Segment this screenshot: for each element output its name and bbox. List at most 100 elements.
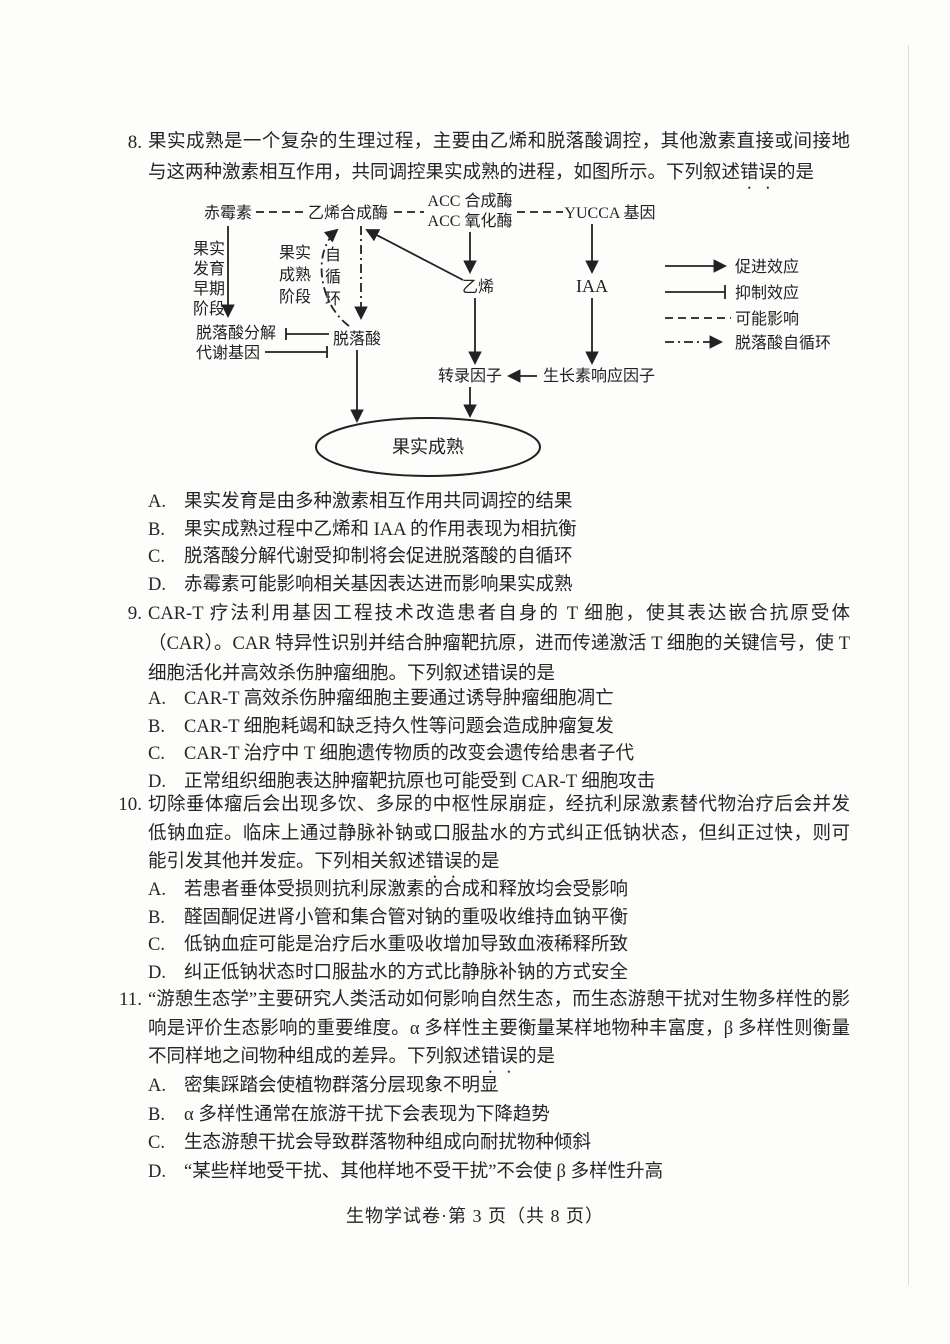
question-number: 10. — [118, 794, 142, 815]
diagram-legend: 促进效应 抑制效应 可能影响 脱落酸自循环 — [665, 257, 831, 352]
option-row: C.CAR-T 治疗中 T 细胞遗传物质的改变会遗传给患者子代 — [148, 741, 872, 769]
stem-text: CAR-T 疗法利用基因工程技术改造患者自身的 T 细胞，使其表达嵌合抗原受体（… — [148, 604, 850, 684]
option-letter: B. — [148, 716, 165, 737]
option-text: CAR-T 细胞耗竭和缺乏持久性等问题会造成肿瘤复发 — [184, 716, 614, 737]
svg-text:环: 环 — [325, 291, 341, 308]
self-cycle-char: 环 — [325, 291, 341, 308]
fruit-ripening-diagram: 赤霉素 乙烯合成酶 ACC 合成酶 ACC 氧化酶 YUCCA 基因 乙烯 IA… — [193, 192, 831, 477]
option-text: 赤霉素可能影响相关基因表达进而影响果实成熟 — [184, 574, 573, 595]
legend-inhibit-label: 抑制效应 — [735, 283, 799, 302]
early-stage-line: 果实 — [193, 240, 225, 258]
stem-tail: 的是 — [518, 664, 556, 684]
aba-catabolism-gene-label-line2: 代谢基因 — [196, 344, 260, 362]
stem-tail: 的是 — [777, 163, 815, 183]
option-text: α 多样性通常在旅游干扰下会表现为下降趋势 — [184, 1104, 550, 1125]
option-row: D.正常组织细胞表达肿瘤靶抗原也可能受到 CAR-T 细胞攻击 — [148, 769, 872, 797]
svg-text:发育: 发育 — [193, 260, 225, 278]
question-stem: “游憩生态学”主要研究人类活动如何影响自然生态，而生态游憩干扰对生物多样性的影响… — [148, 986, 850, 1077]
ripening-stage-line: 成熟 — [279, 266, 311, 284]
svg-text:果实: 果实 — [193, 240, 225, 258]
svg-text:阶段: 阶段 — [193, 300, 225, 318]
option-letter: C. — [148, 935, 165, 955]
option-letter: B. — [148, 519, 165, 540]
svg-text:阶段: 阶段 — [279, 288, 311, 306]
question-11-options: A. 密集踩踏会使植物群落分层现象不明显 B. α 多样性通常在旅游干扰下会表现为下… — [148, 1072, 872, 1186]
question-11: 11. “游憩生态学”主要研究人类活动如何影响自然生态，而生态游憩干扰对生物多样… — [0, 986, 950, 1077]
acc-synthase-label: ACC 合成酶 — [428, 192, 513, 210]
ripening-stage-line: 阶段 — [279, 288, 311, 306]
acc-oxidase-label: ACC 氧化酶 — [428, 212, 513, 230]
stem-text: 切除垂体瘤后会出现多饮、多尿的中枢性尿崩症，经抗利尿激素替代物治疗后会并发低钠血… — [148, 795, 850, 872]
option-letter: A. — [148, 689, 166, 709]
question-8: 8. 果实成熟是一个复杂的生理过程，主要由乙烯和脱落酸调控，其他激素直接或间接地… — [0, 127, 950, 193]
legend-promote-label: 促进效应 — [735, 257, 799, 276]
svg-text:果实: 果实 — [279, 244, 311, 262]
option-letter: A. — [148, 492, 166, 512]
question-number: 8. — [127, 132, 142, 153]
self-cycle-char: 循 — [325, 268, 341, 286]
inhibition-bars — [265, 328, 329, 358]
emphasis-wrong: 错误 — [425, 852, 463, 872]
self-cycle-char: 自 — [325, 246, 341, 264]
option-text: “某些样地受干扰、其他样地不受干扰”不会使 β 多样性升高 — [184, 1161, 664, 1182]
ethylene-synthase-label: 乙烯合成酶 — [308, 204, 388, 222]
option-text: CAR-T 治疗中 T 细胞遗传物质的改变会遗传给患者子代 — [184, 744, 635, 764]
option-text: 脱落酸分解代谢受抑制将会促进脱落酸的自循环 — [184, 547, 573, 567]
option-text: 密集踩踏会使植物群落分层现象不明显 — [184, 1076, 499, 1096]
option-row: D. 赤霉素可能影响相关基因表达进而影响果实成熟 — [148, 572, 872, 600]
question-number: 9. — [127, 603, 142, 624]
ripening-stage-line: 果实 — [279, 244, 311, 262]
question-10: 10. 切除垂体瘤后会出现多饮、多尿的中枢性尿崩症，经抗利尿激素替代物治疗后会并… — [0, 791, 950, 882]
scan-page-edge — [908, 45, 909, 1285]
emphasis-wrong: 错误 — [481, 664, 519, 684]
question-9: 9. CAR-T 疗法利用基因工程技术改造患者自身的 T 细胞，使其表达嵌合抗原… — [0, 599, 950, 694]
option-letter: C. — [148, 547, 165, 567]
emphasis-wrong: 错误 — [740, 163, 778, 183]
auxin-response-factor-label: 生长素响应因子 — [543, 366, 655, 385]
option-letter: D. — [148, 771, 166, 792]
option-row: D.纠正低钠状态时口服盐水的方式比静脉补钠的方式安全 — [148, 960, 872, 988]
fruit-ripening-label: 果实成熟 — [392, 437, 464, 457]
self-cycle-column: 自 循 环 — [325, 246, 341, 308]
option-text: 生态游憩干扰会导致群落物种组成向耐扰物种倾斜 — [184, 1133, 592, 1153]
svg-text:自: 自 — [325, 246, 341, 264]
option-row: B. 果实成熟过程中乙烯和 IAA 的作用表现为相抗衡 — [148, 517, 872, 545]
gibberellin-label: 赤霉素 — [204, 204, 252, 222]
option-row: D. “某些样地受干扰、其他样地不受干扰”不会使 β 多样性升高 — [148, 1158, 872, 1187]
stem-text: 果实成熟是一个复杂的生理过程，主要由乙烯和脱落酸调控，其他激素直接或间接地与这两… — [148, 132, 850, 183]
option-text: 果实发育是由多种激素相互作用共同调控的结果 — [184, 492, 573, 512]
question-stem: 果实成熟是一个复杂的生理过程，主要由乙烯和脱落酸调控，其他激素直接或间接地与这两… — [148, 127, 850, 193]
option-letter: A. — [148, 880, 166, 900]
option-letter: A. — [148, 1076, 166, 1096]
option-letter: B. — [148, 1104, 165, 1125]
stem-text: “游憩生态学”主要研究人类活动如何影响自然生态，而生态游憩干扰对生物多样性的影响… — [148, 990, 850, 1067]
option-letter: B. — [148, 907, 165, 928]
option-letter: D. — [148, 574, 166, 595]
emphasis-wrong: 错误 — [481, 1047, 519, 1067]
option-text: 醛固酮促进肾小管和集合管对钠的重吸收维持血钠平衡 — [184, 907, 629, 928]
svg-text:循: 循 — [325, 268, 341, 286]
promote-arrows — [221, 224, 599, 424]
option-row: B. α 多样性通常在旅游干扰下会表现为下降趋势 — [148, 1101, 872, 1130]
yucca-gene-label: YUCCA 基因 — [564, 204, 655, 222]
question-stem: CAR-T 疗法利用基因工程技术改造患者自身的 T 细胞，使其表达嵌合抗原受体（… — [148, 599, 850, 694]
legend-possible-label: 可能影响 — [735, 310, 799, 328]
option-text: 果实成熟过程中乙烯和 IAA 的作用表现为相抗衡 — [184, 519, 577, 540]
transcription-factor-label: 转录因子 — [438, 367, 502, 385]
iaa-label: IAA — [576, 276, 608, 296]
question-stem: 切除垂体瘤后会出现多饮、多尿的中枢性尿崩症，经抗利尿激素替代物治疗后会并发低钠血… — [148, 791, 850, 882]
aba-label: 脱落酸 — [333, 330, 381, 348]
option-text: 纠正低钠状态时口服盐水的方式比静脉补钠的方式安全 — [184, 962, 629, 983]
fruit-ripening-ellipse — [315, 417, 541, 477]
legend-selfcycle-label: 脱落酸自循环 — [735, 334, 831, 352]
question-10-options: A.若患者垂体受损则抗利尿激素的合成和释放均会受影响 B.醛固酮促进肾小管和集合… — [148, 877, 872, 987]
option-row: B. 醛固酮促进肾小管和集合管对钠的重吸收维持血钠平衡 — [148, 905, 872, 933]
question-number: 11. — [118, 989, 142, 1010]
option-letter: D. — [148, 1161, 166, 1182]
svg-text:成熟: 成熟 — [279, 266, 311, 284]
early-stage-line: 早期 — [193, 280, 225, 298]
ripening-stage-column: 果实 成熟 阶段 — [279, 244, 311, 306]
option-letter: C. — [148, 1133, 165, 1153]
ethylene-label: 乙烯 — [462, 278, 494, 296]
